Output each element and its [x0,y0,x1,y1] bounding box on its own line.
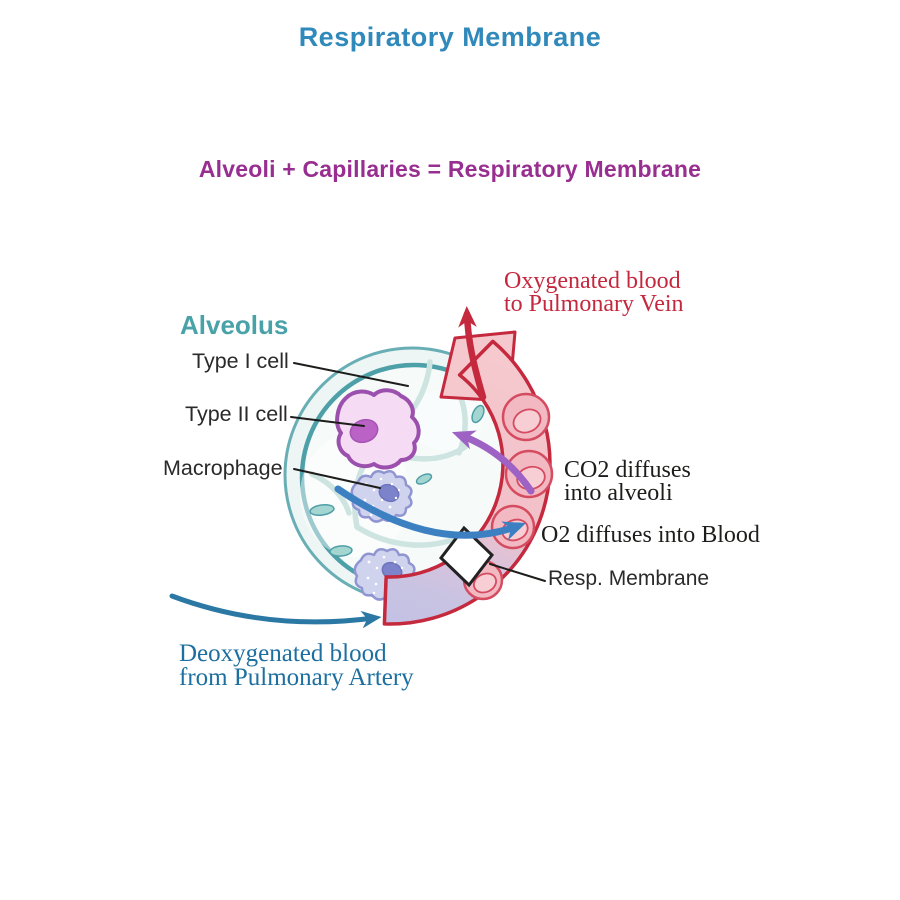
resp-membrane-leader-line [489,563,546,582]
resp-membrane-label: Resp. Membrane [548,567,710,590]
resp-membrane-diamond [438,525,495,588]
deoxygenated-blood-arrow [169,593,382,629]
oxygenated-blood-label: Oxygenated blood to Pulmonary Vein [504,268,684,317]
leader-lines [290,362,546,582]
oxygenated-blood-arrow [458,306,487,401]
deoxygenated-blood-label: Deoxygenated blood from Pulmonary Artery [179,640,414,691]
page-title: Respiratory Membrane [298,22,602,52]
type2-cell-shape [335,388,421,470]
macrophage-leader-line [293,468,381,489]
oxygenated-blood-line1: Oxygenated blood [504,268,681,294]
subtitle-equation: Alveoli + Capillaries = Respiratory Memb… [198,156,702,182]
deoxygenated-blood-line1: Deoxygenated blood [179,640,387,667]
alveolus-label: Alveolus [180,310,289,340]
macrophage-label: Macrophage [163,456,283,480]
co2-line2: into alveoli [564,480,673,506]
type2-cell-label: Type II cell [185,402,288,426]
co2-diffusion-arrow [451,430,535,495]
co2-diffusion-label: CO2 diffuses into alveoli [564,457,691,506]
deoxygenated-blood-line2: from Pulmonary Artery [179,664,414,691]
type1-cell-label: Type I cell [192,349,289,373]
small-teal-cells [309,382,485,584]
type1-leader-line [293,362,409,387]
o2-diffusion-arrow [334,485,527,541]
red-blood-cell [501,392,551,442]
oxygenated-blood-line2: to Pulmonary Vein [504,291,684,317]
type2-leader-line [290,416,365,427]
o2-diffusion-label: O2 diffuses into Blood [541,522,760,548]
co2-line1: CO2 diffuses [564,457,691,483]
